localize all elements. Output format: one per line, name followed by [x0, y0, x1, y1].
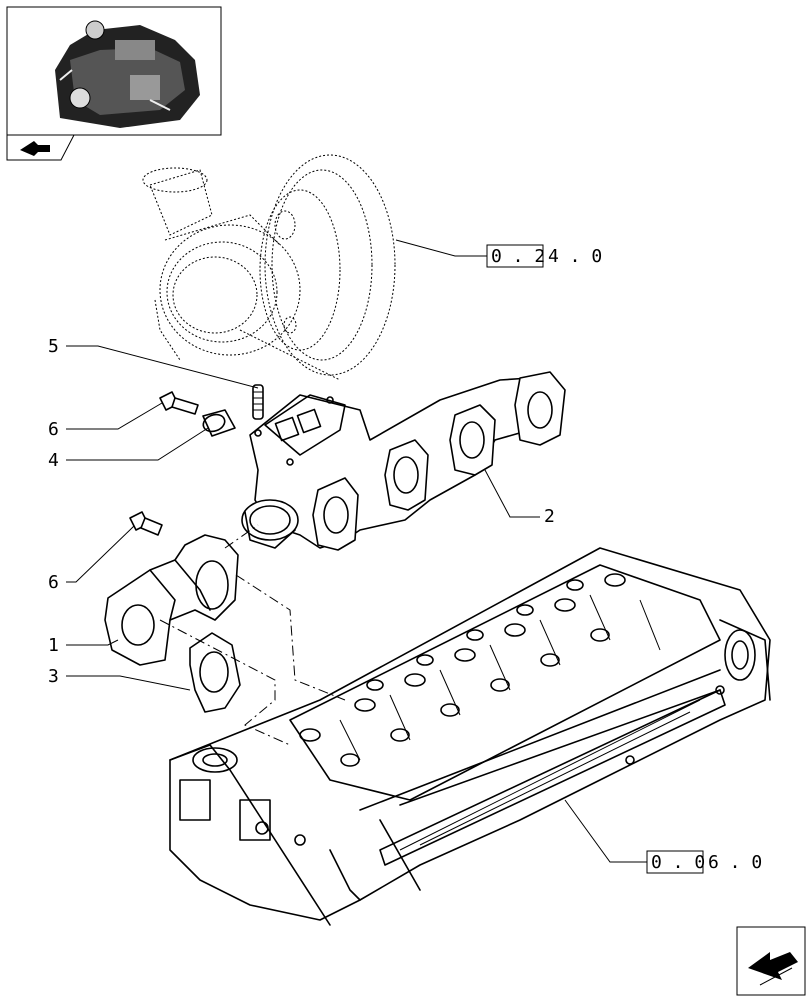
callout-5[interactable]: 5: [48, 336, 59, 357]
book-arrow-icon[interactable]: [6, 134, 75, 161]
reference-cylinder-head[interactable]: 0 . 0 6 . 0: [646, 850, 762, 874]
bolt-6-lower: [129, 511, 163, 536]
callout-2[interactable]: 2: [544, 506, 555, 527]
engine-thumbnail-icon: [6, 6, 222, 136]
callout-6-upper[interactable]: 6: [48, 419, 59, 440]
spacer-4: [202, 409, 236, 437]
callout-leaders: [66, 345, 540, 691]
next-page-arrow-icon[interactable]: [736, 926, 806, 996]
exhaust-manifold: [241, 371, 566, 551]
callout-6-lower[interactable]: 6: [48, 572, 59, 593]
turbocharger-ghost: [142, 154, 396, 381]
gasket-3: [189, 632, 241, 713]
reference-turbocharger[interactable]: 0 . 2 4 . 0: [486, 244, 602, 268]
callout-1[interactable]: 1: [48, 635, 59, 656]
reference-turbocharger-rest: 4 . 0: [548, 246, 602, 267]
reference-cylinder-head-rest: 6 . 0: [708, 852, 762, 873]
callout-3[interactable]: 3: [48, 666, 59, 687]
cylinder-head: [169, 547, 771, 926]
callout-4[interactable]: 4: [48, 450, 59, 471]
alignment-lines: [159, 524, 346, 746]
manifold-elbow-1: [104, 534, 239, 666]
reference-cylinder-head-boxed: 0 . 0: [651, 852, 705, 873]
reference-turbocharger-boxed: 0 . 2: [491, 246, 545, 267]
stud-5: [252, 384, 264, 420]
bolt-6-upper: [159, 391, 199, 415]
